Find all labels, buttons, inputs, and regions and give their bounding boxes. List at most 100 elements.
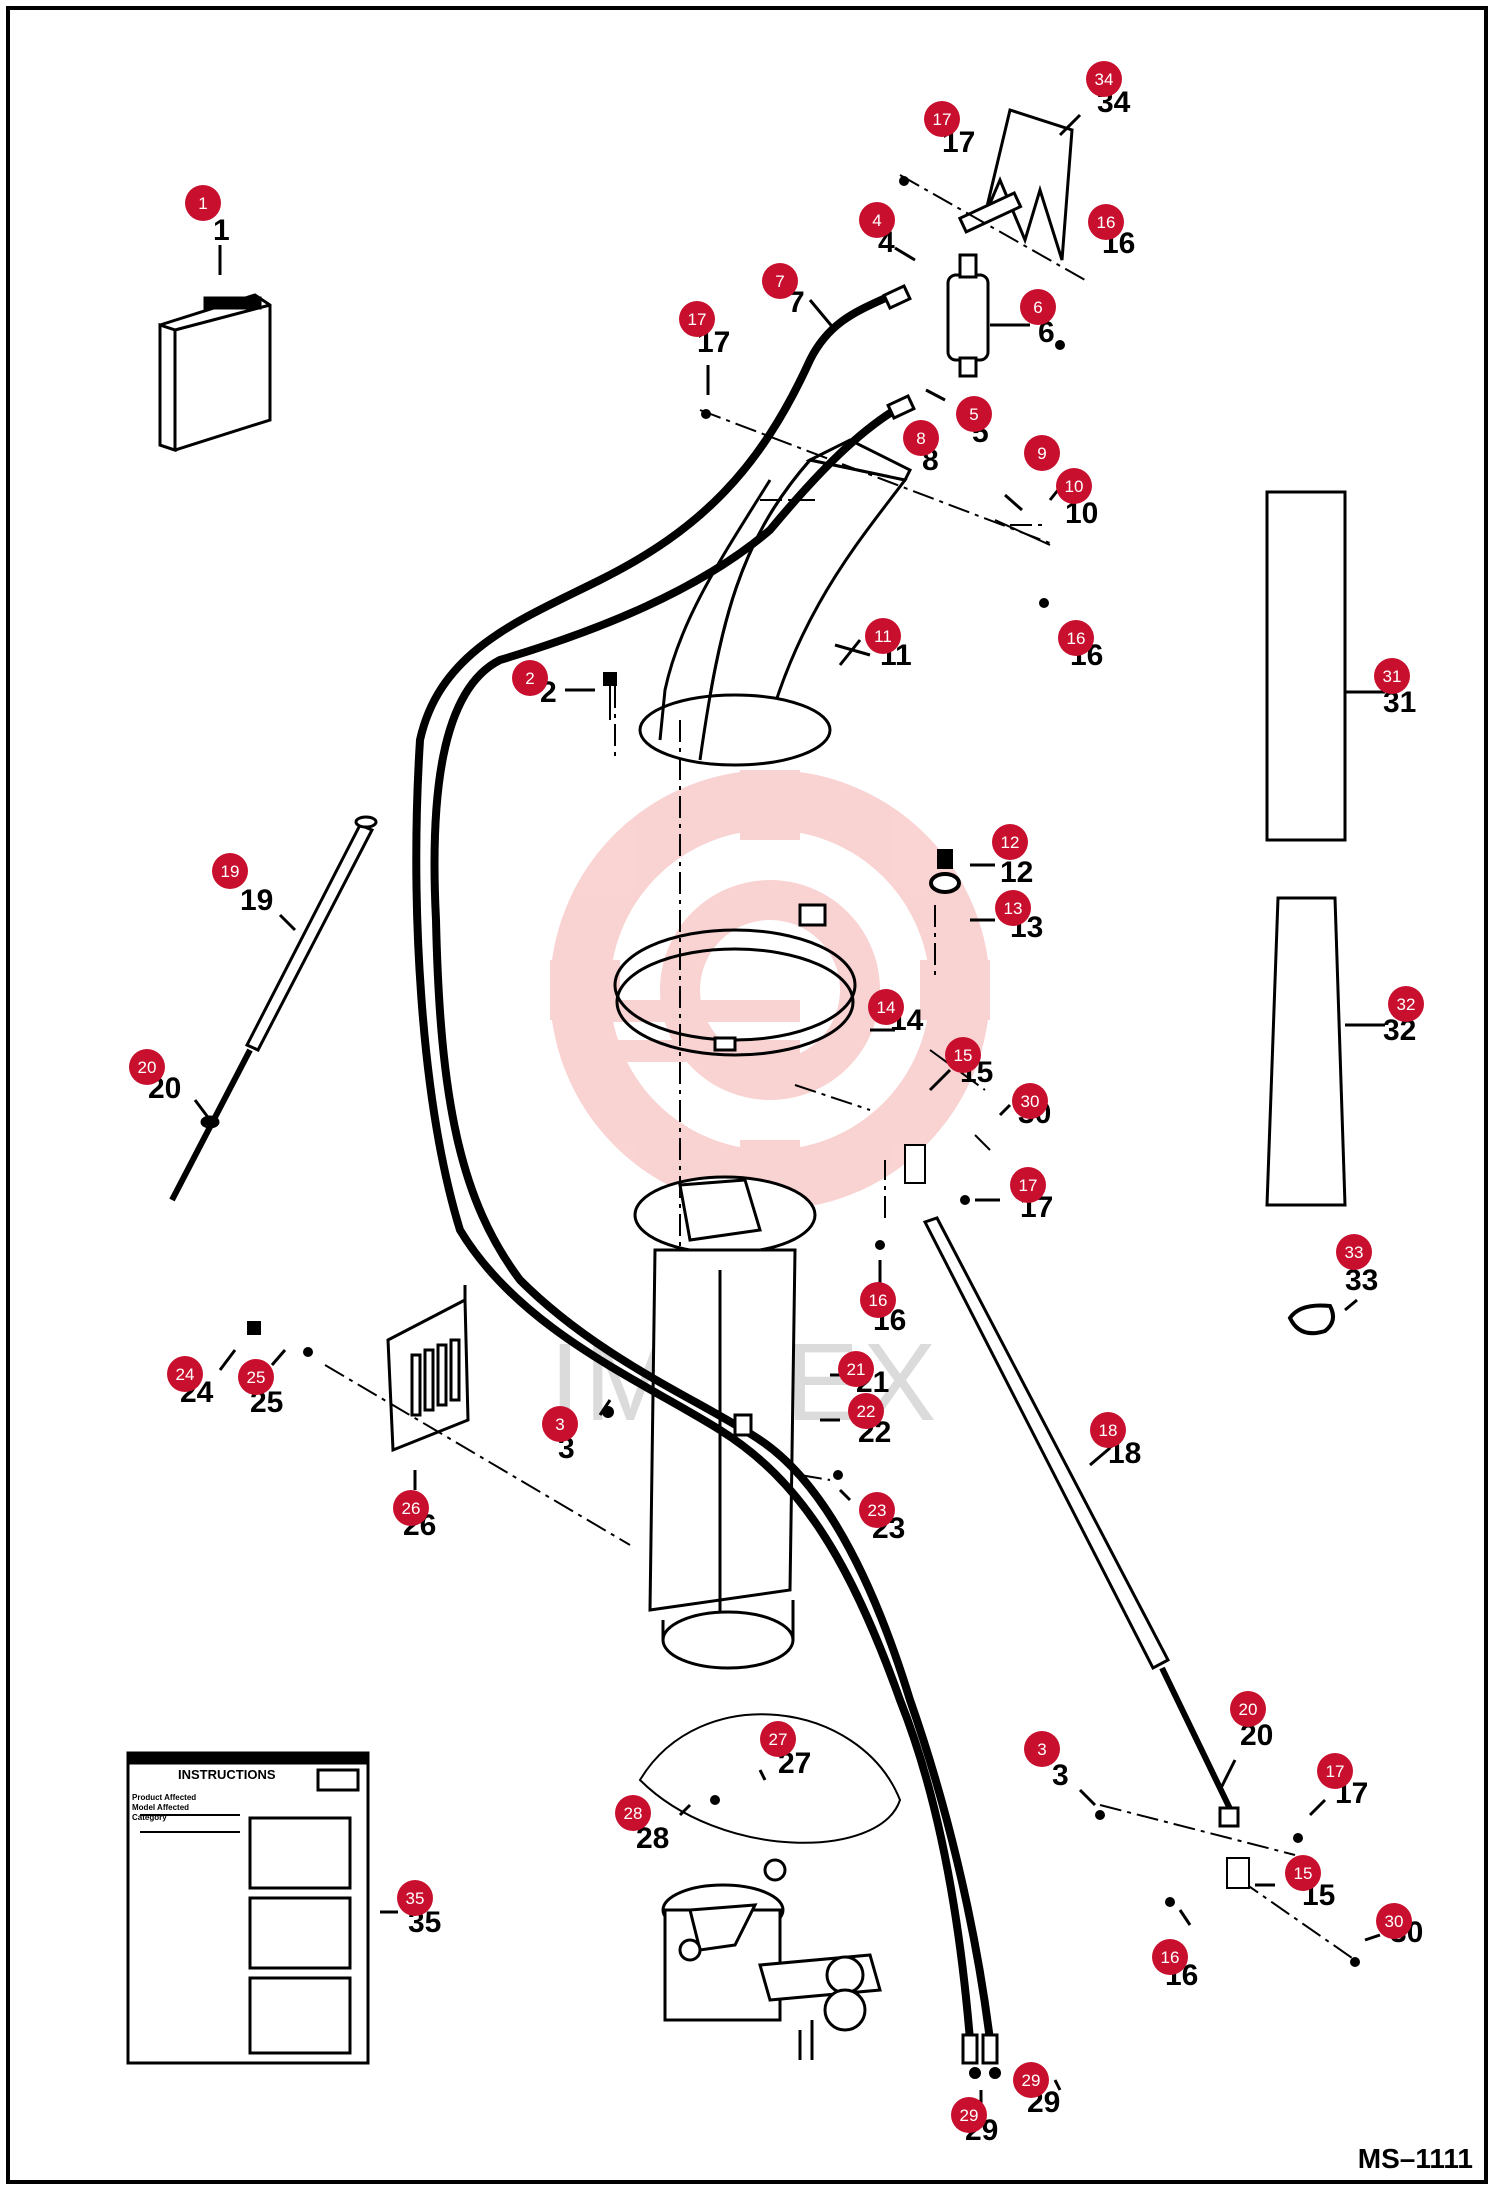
callout-10[interactable]: 10: [1056, 468, 1092, 504]
part-31-decal-strip: [1265, 490, 1347, 842]
callout-17a[interactable]: 17: [924, 101, 960, 137]
callout-32[interactable]: 32: [1388, 986, 1424, 1022]
callout-16c[interactable]: 16: [860, 1282, 896, 1318]
callout-19[interactable]: 19: [212, 853, 248, 889]
callout-16b[interactable]: 16: [1058, 620, 1094, 656]
callout-23[interactable]: 23: [859, 1492, 895, 1528]
svg-text:29: 29: [960, 2106, 979, 2125]
callout-28[interactable]: 28: [615, 1795, 651, 1831]
svg-text:29: 29: [1022, 2071, 1041, 2090]
part-18-gas-strut: [922, 1216, 1240, 1828]
svg-text:15: 15: [954, 1046, 973, 1065]
drawing-frame: [6, 6, 1488, 2184]
callout-21[interactable]: 21: [838, 1351, 874, 1387]
svg-text:16: 16: [1067, 629, 1086, 648]
callout-13[interactable]: 13: [995, 890, 1031, 926]
svg-text:11: 11: [874, 627, 892, 646]
callout-31[interactable]: 31: [1374, 658, 1410, 694]
svg-text:17: 17: [688, 310, 707, 329]
svg-text:12: 12: [1001, 833, 1020, 852]
callout-16a[interactable]: 16: [1088, 204, 1124, 240]
svg-text:4: 4: [872, 211, 881, 230]
svg-text:3: 3: [1037, 1740, 1046, 1759]
svg-text:17: 17: [1326, 1762, 1345, 1781]
svg-text:28: 28: [624, 1804, 643, 1823]
callout-22[interactable]: 22: [848, 1393, 884, 1429]
svg-text:27: 27: [769, 1730, 788, 1749]
hydraulic-hoses: [412, 291, 994, 2044]
svg-text:20: 20: [1239, 1700, 1258, 1719]
svg-text:16: 16: [1097, 213, 1116, 232]
callout-26[interactable]: 26: [393, 1490, 429, 1526]
callout-33[interactable]: 33: [1336, 1234, 1372, 1270]
svg-text:30: 30: [1021, 1092, 1040, 1111]
callout-35[interactable]: 35: [397, 1880, 433, 1916]
callout-3b[interactable]: 3: [1024, 1731, 1060, 1767]
svg-text:33: 33: [1345, 1243, 1364, 1262]
part-19-gas-strut: [169, 815, 378, 1202]
svg-text:2: 2: [525, 669, 534, 688]
label-1: 1: [213, 214, 230, 247]
callout-34[interactable]: 34: [1086, 61, 1122, 97]
instruction-card-title: INSTRUCTIONS: [178, 1767, 276, 1782]
callout-16d[interactable]: 16: [1152, 1939, 1188, 1975]
callout-6[interactable]: 6: [1020, 289, 1056, 325]
callout-1[interactable]: 1: [185, 185, 221, 221]
callout-17b[interactable]: 17: [679, 301, 715, 337]
callout-15b[interactable]: 15: [1285, 1855, 1321, 1891]
part-1-decal-box: [158, 245, 272, 453]
callout-7[interactable]: 7: [762, 263, 798, 299]
label-19: 19: [240, 884, 273, 917]
instruction-card-line-1: Product Affected: [132, 1793, 196, 1802]
svg-text:23: 23: [868, 1501, 887, 1520]
callout-20a[interactable]: 20: [129, 1049, 165, 1085]
part-35-instruction-card: [126, 1751, 398, 2065]
callout-29b[interactable]: 29: [1013, 2062, 1049, 2098]
callout-24[interactable]: 24: [167, 1356, 203, 1392]
callout-9[interactable]: 9: [1024, 435, 1060, 471]
callout-2[interactable]: 2: [512, 660, 548, 696]
svg-text:35: 35: [406, 1889, 425, 1908]
callout-14[interactable]: 14: [868, 989, 904, 1025]
part-14-mounting-ring: [613, 903, 857, 1057]
svg-text:21: 21: [847, 1360, 866, 1379]
callout-3a[interactable]: 3: [542, 1406, 578, 1442]
svg-text:24: 24: [176, 1365, 195, 1384]
svg-text:19: 19: [221, 862, 240, 881]
svg-text:16: 16: [869, 1291, 888, 1310]
part-6-hydraulic-cylinder: [946, 253, 1030, 378]
callout-17c[interactable]: 17: [1010, 1167, 1046, 1203]
callout-12[interactable]: 12: [992, 824, 1028, 860]
centerlines: [324, 174, 1356, 1961]
svg-text:10: 10: [1065, 477, 1084, 496]
svg-text:7: 7: [775, 272, 784, 291]
part-32-decal-strip: [1265, 896, 1347, 1207]
callout-15a[interactable]: 15: [945, 1037, 981, 1073]
instruction-card-line-3: Category: [132, 1813, 167, 1822]
svg-text:8: 8: [916, 429, 925, 448]
hardware-fasteners: [247, 176, 1360, 2079]
part-11-spout: [638, 438, 913, 767]
callout-25[interactable]: 25: [238, 1359, 274, 1395]
svg-text:6: 6: [1033, 298, 1042, 317]
callout-bubbles: 1 2 3 3 4 5 6 7 8 9 10 11 12 13 14 15 15…: [129, 61, 1424, 2133]
svg-text:31: 31: [1383, 667, 1402, 686]
callout-20b[interactable]: 20: [1230, 1691, 1266, 1727]
svg-text:17: 17: [933, 110, 952, 129]
part-33-clip: [1287, 1303, 1336, 1336]
svg-text:15: 15: [1294, 1864, 1313, 1883]
chute-base-assembly: [638, 1713, 902, 2060]
callout-4[interactable]: 4: [859, 202, 895, 238]
callout-29a[interactable]: 29: [951, 2097, 987, 2133]
callout-30b[interactable]: 30: [1376, 1903, 1412, 1939]
callout-27[interactable]: 27: [760, 1721, 796, 1757]
label-3b: 3: [1052, 1759, 1069, 1792]
instruction-card-line-2: Model Affected: [132, 1803, 189, 1812]
callout-5[interactable]: 5: [956, 396, 992, 432]
callout-8[interactable]: 8: [903, 420, 939, 456]
callout-30a[interactable]: 30: [1012, 1083, 1048, 1119]
callout-11[interactable]: 11: [865, 618, 901, 654]
callout-17d[interactable]: 17: [1317, 1753, 1353, 1789]
callout-18[interactable]: 18: [1090, 1412, 1126, 1448]
